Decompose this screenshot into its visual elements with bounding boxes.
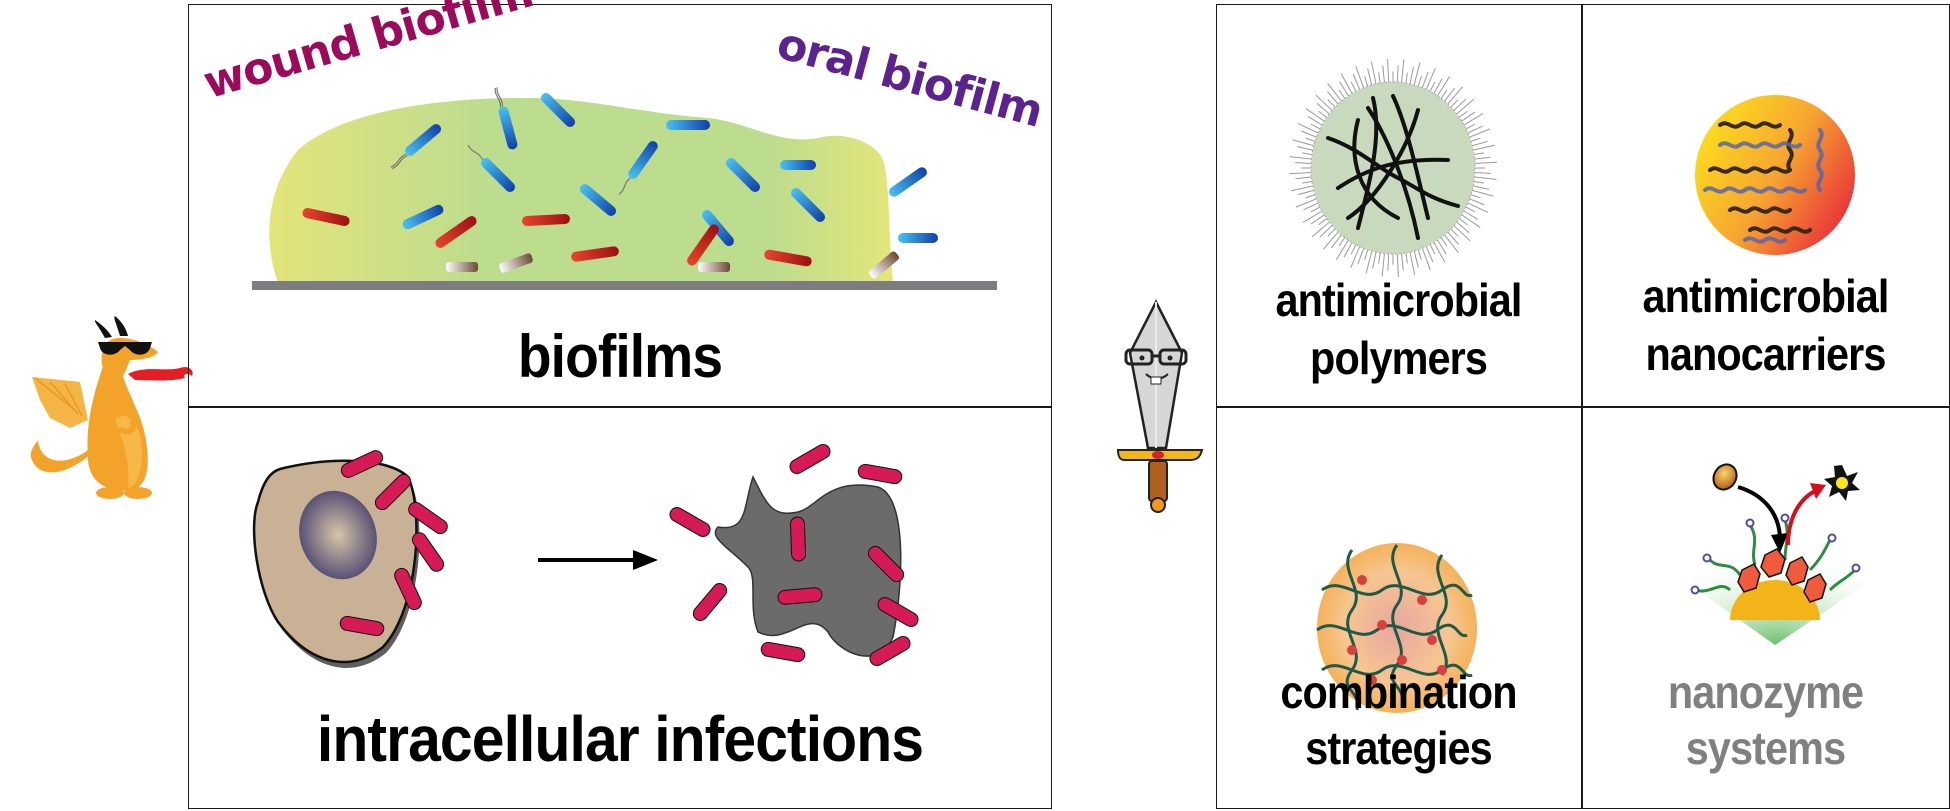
antimicrobial-polymers-line2: polymers <box>1310 332 1488 384</box>
left-panel-divider <box>188 406 1052 408</box>
biofilms-title: biofilms <box>517 323 723 390</box>
transition-arrow <box>538 550 658 570</box>
fire-breath <box>128 367 193 381</box>
sword-icon <box>1116 299 1204 513</box>
brown-bacteria <box>446 251 900 279</box>
dead-cell <box>669 444 919 666</box>
red-bacteria <box>302 208 812 267</box>
polymer-illustration <box>1289 58 1497 278</box>
host-cell <box>252 450 448 668</box>
right-panel-horizontal-divider <box>1216 406 1950 408</box>
star-burst <box>1824 465 1860 501</box>
antimicrobial-nanocarriers-line1: antimicrobial <box>1642 270 1890 322</box>
nanocarrier-illustration <box>1695 95 1855 255</box>
combination-strategies-line2: strategies <box>1305 722 1493 774</box>
nanozyme-illustration <box>1690 463 1865 645</box>
combination-illustration <box>1316 543 1477 713</box>
dragon-icon <box>30 316 193 499</box>
antimicrobial-nanocarriers-line2: nanocarriers <box>1645 328 1886 380</box>
intracellular-illustration <box>252 444 919 668</box>
intracellular-infections-title: intracellular infections <box>316 703 924 775</box>
substrate-surface <box>252 281 997 290</box>
combination-strategies-line1: combination <box>1280 666 1517 718</box>
nanozyme-systems-line2: systems <box>1685 722 1846 774</box>
nanozyme-systems-line1: nanozyme <box>1667 666 1864 718</box>
antimicrobial-polymers-line1: antimicrobial <box>1275 274 1523 326</box>
blue-bacteria <box>390 87 938 247</box>
biofilm-illustration <box>252 87 997 290</box>
